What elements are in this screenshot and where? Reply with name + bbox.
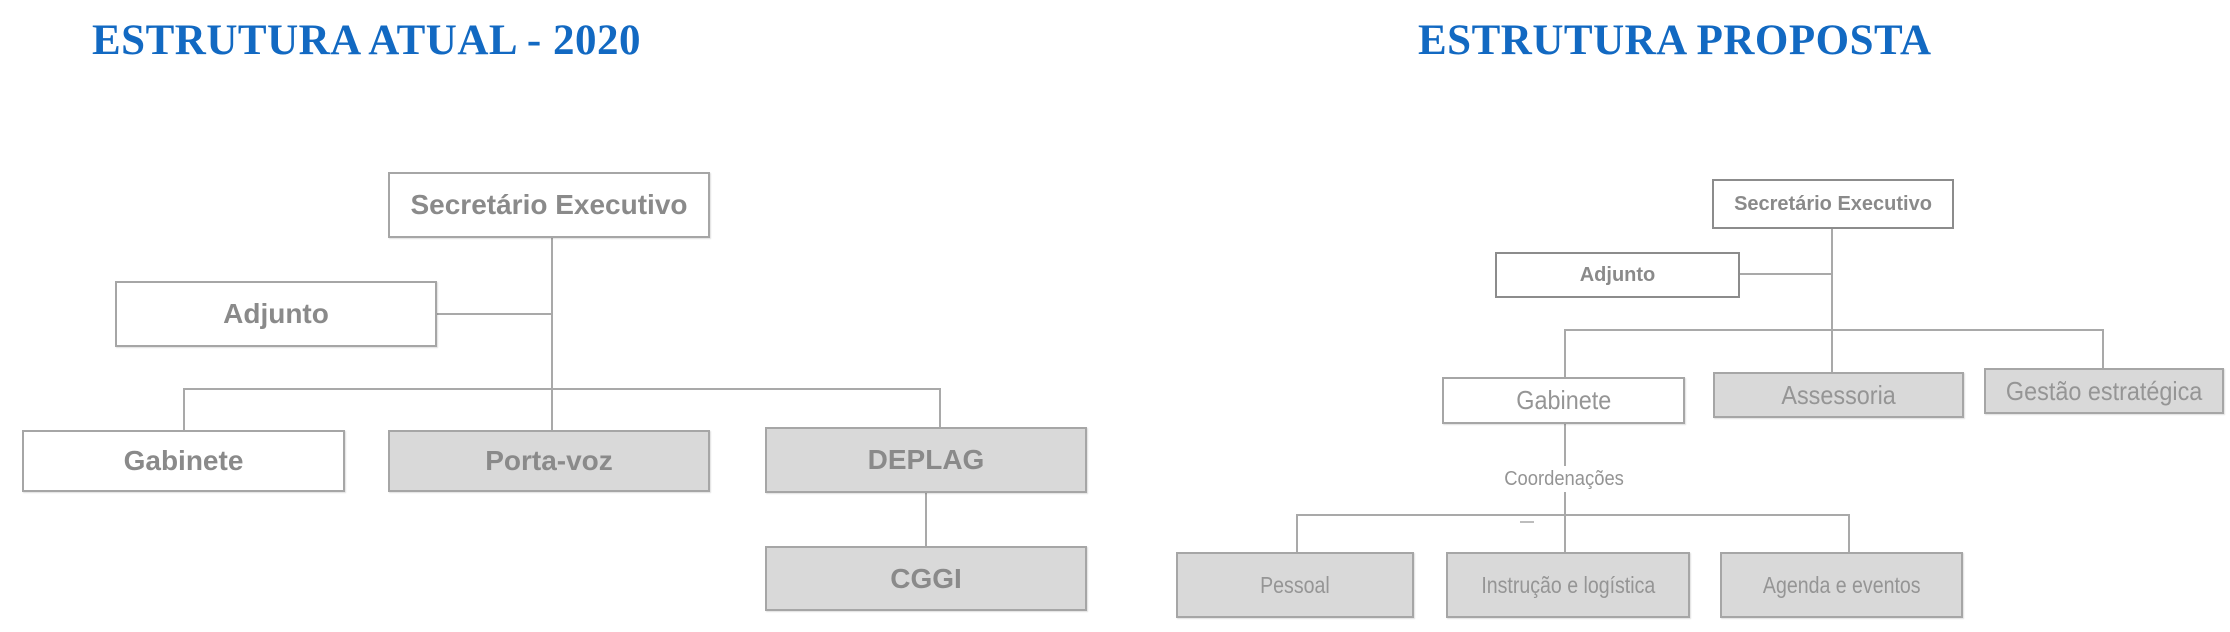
org-box-porta-voz: Porta-voz xyxy=(388,430,710,492)
org-box-instrucao-logistica: Instrução e logística xyxy=(1446,552,1690,618)
connector-line xyxy=(551,238,553,430)
connector-line xyxy=(2102,329,2104,368)
org-box-deplag: DEPLAG xyxy=(765,427,1087,493)
org-box-label: Assessoria xyxy=(1781,379,1896,410)
org-box-secretario-executivo-proposta: Secretário Executivo xyxy=(1712,179,1954,229)
dash-mark xyxy=(1520,521,1534,523)
org-box-label: Porta-voz xyxy=(485,445,613,476)
connector-line xyxy=(183,388,185,430)
org-box-label: Gestão estratégica xyxy=(2005,375,2203,406)
org-box-label: Gabinete xyxy=(123,445,244,476)
org-box-label: CGGI xyxy=(890,562,962,594)
org-box-cggi: CGGI xyxy=(765,546,1087,611)
connector-line xyxy=(1564,329,1566,377)
right-chart-title: ESTRUTURA PROPOSTA xyxy=(1418,17,1932,64)
org-box-label: Adjunto xyxy=(1579,263,1656,286)
left-chart-title: ESTRUTURA ATUAL - 2020 xyxy=(92,17,642,64)
org-box-gabinete-proposta: Gabinete xyxy=(1442,377,1685,424)
org-box-label: Instrução e logística xyxy=(1481,571,1655,598)
org-box-assessoria: Assessoria xyxy=(1713,372,1964,418)
org-box-adjunto-proposta: Adjunto xyxy=(1495,252,1740,298)
org-box-label: Pessoal xyxy=(1260,571,1330,598)
connector-line xyxy=(1831,228,1833,330)
connector-line xyxy=(1564,329,2104,331)
org-box-gabinete-atual: Gabinete xyxy=(22,430,345,492)
org-box-label: Gabinete xyxy=(1516,385,1611,415)
connector-line xyxy=(1831,329,1833,372)
connector-line xyxy=(939,388,941,427)
connector-line xyxy=(1848,514,1850,552)
connector-line xyxy=(1296,514,1850,516)
connector-line xyxy=(1296,514,1298,552)
connector-line xyxy=(925,493,927,546)
org-box-secretario-executivo-atual: Secretário Executivo xyxy=(388,172,710,238)
connector-line xyxy=(183,388,941,390)
org-box-label: DEPLAG xyxy=(867,444,985,475)
org-box-label: Agenda e eventos xyxy=(1762,571,1921,598)
coordenacoes-label: Coordenações xyxy=(1504,468,1624,490)
org-box-label: Secretário Executivo xyxy=(1734,192,1932,215)
org-box-label: Secretário Executivo xyxy=(410,189,688,220)
connector-line xyxy=(1564,492,1566,516)
connector-line xyxy=(1564,424,1566,466)
org-box-pessoal: Pessoal xyxy=(1176,552,1414,618)
connector-line xyxy=(437,313,551,315)
org-box-agenda-eventos: Agenda e eventos xyxy=(1720,552,1963,618)
org-box-gestao-estrategica: Gestão estratégica xyxy=(1984,368,2224,414)
connector-line xyxy=(1740,273,1833,275)
org-box-adjunto-atual: Adjunto xyxy=(115,281,437,347)
connector-line xyxy=(1564,514,1566,552)
org-box-label: Adjunto xyxy=(223,298,329,329)
